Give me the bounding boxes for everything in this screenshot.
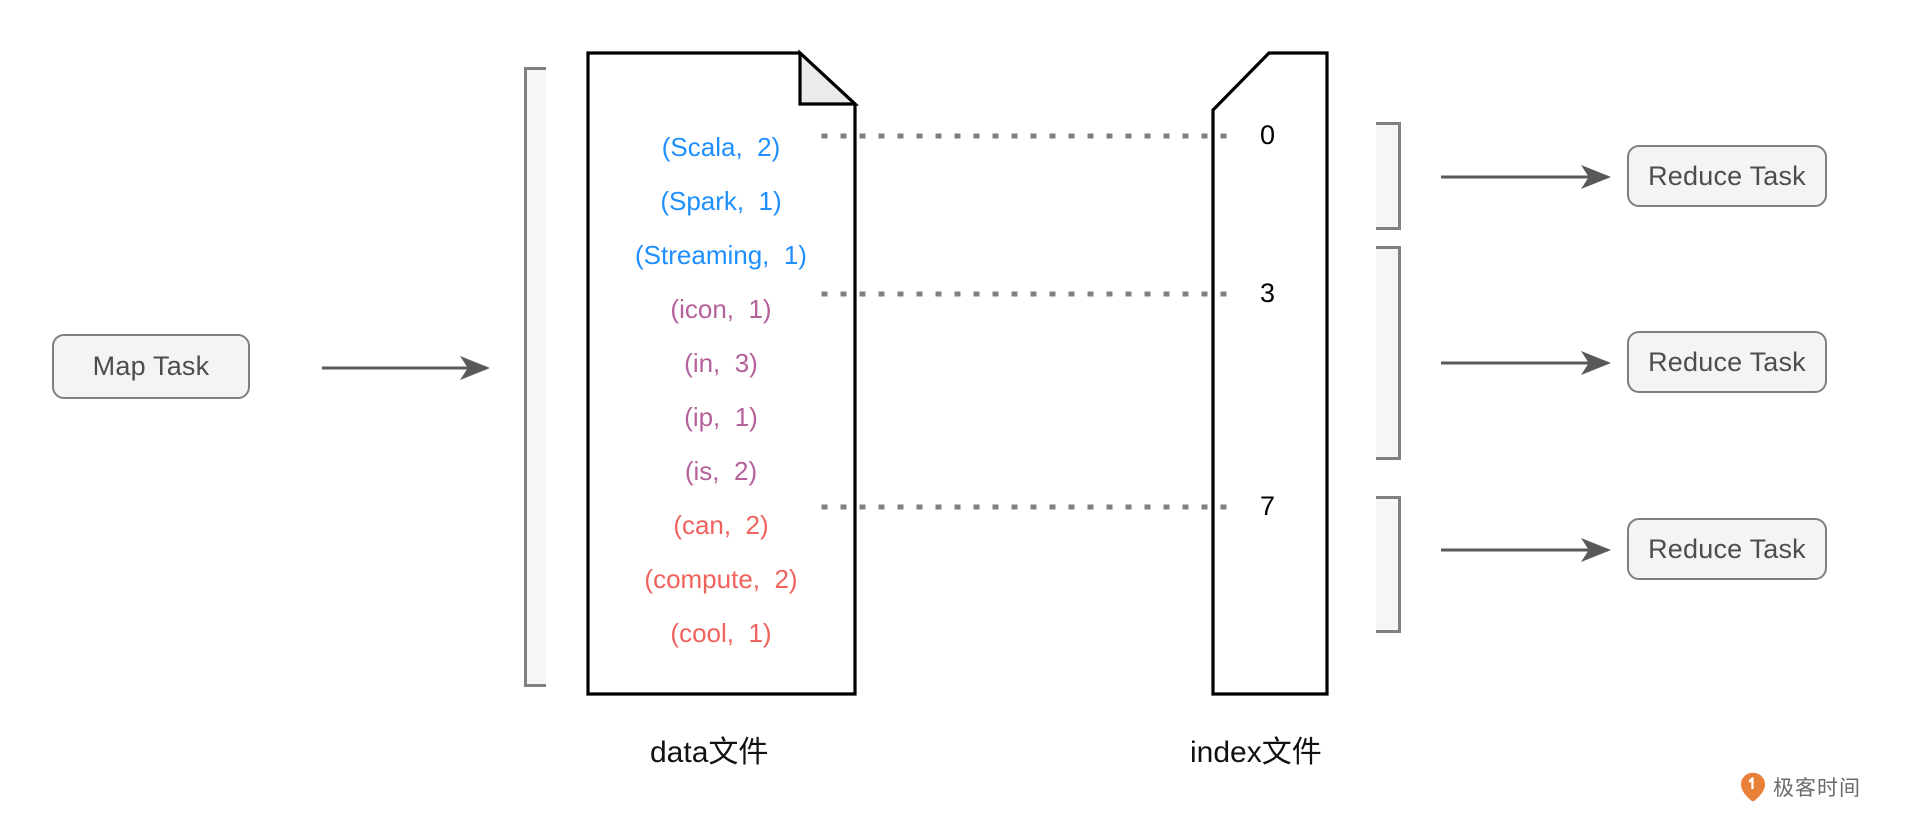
data-entry: (can, 2) <box>673 510 769 540</box>
reduce-task-box-1[interactable]: Reduce Task <box>1627 145 1827 207</box>
index-file-caption: index文件 <box>1190 736 1322 769</box>
partition-offset-connectors <box>821 133 1231 510</box>
watermark: 极客时间 <box>1740 772 1861 802</box>
data-entry: (compute, 2) <box>644 564 798 594</box>
partition-to-reduce-arrows <box>1441 165 1611 562</box>
data-entry: (ip, 1) <box>684 402 758 432</box>
index-offset-value: 3 <box>1260 278 1276 308</box>
index-offset-value: 0 <box>1260 120 1276 150</box>
data-entry: (Spark, 1) <box>660 186 782 216</box>
data-entry: (cool, 1) <box>670 618 772 648</box>
partition-bracket-0 <box>1376 122 1401 230</box>
partition-bracket-1 <box>1376 246 1401 460</box>
data-entry: (in, 3) <box>684 348 758 378</box>
data-file-entry-list: (Scala, 2) (Spark, 1) (Streaming, 1) (ic… <box>587 52 855 695</box>
data-file-caption: data文件 <box>650 736 769 769</box>
partition-bracket-2 <box>1376 496 1401 633</box>
index-file-shape <box>1211 51 1329 696</box>
data-entry: (Scala, 2) <box>661 132 781 162</box>
data-file: (Scala, 2) (Spark, 1) (Streaming, 1) (ic… <box>587 52 855 695</box>
data-entry: (is, 2) <box>684 456 758 486</box>
data-file-shape <box>586 49 860 696</box>
data-file-span-bracket <box>524 67 546 687</box>
reduce-task-box-2[interactable]: Reduce Task <box>1627 331 1827 393</box>
watermark-text: 极客时间 <box>1773 777 1861 800</box>
reduce-task-box-3[interactable]: Reduce Task <box>1627 518 1827 580</box>
data-entry: (Streaming, 1) <box>635 240 807 270</box>
data-entry: (icon, 1) <box>670 294 772 324</box>
location-pin-icon <box>1741 772 1765 802</box>
map-task-box[interactable]: Map Task <box>52 334 250 399</box>
index-offset-value: 7 <box>1260 491 1276 521</box>
